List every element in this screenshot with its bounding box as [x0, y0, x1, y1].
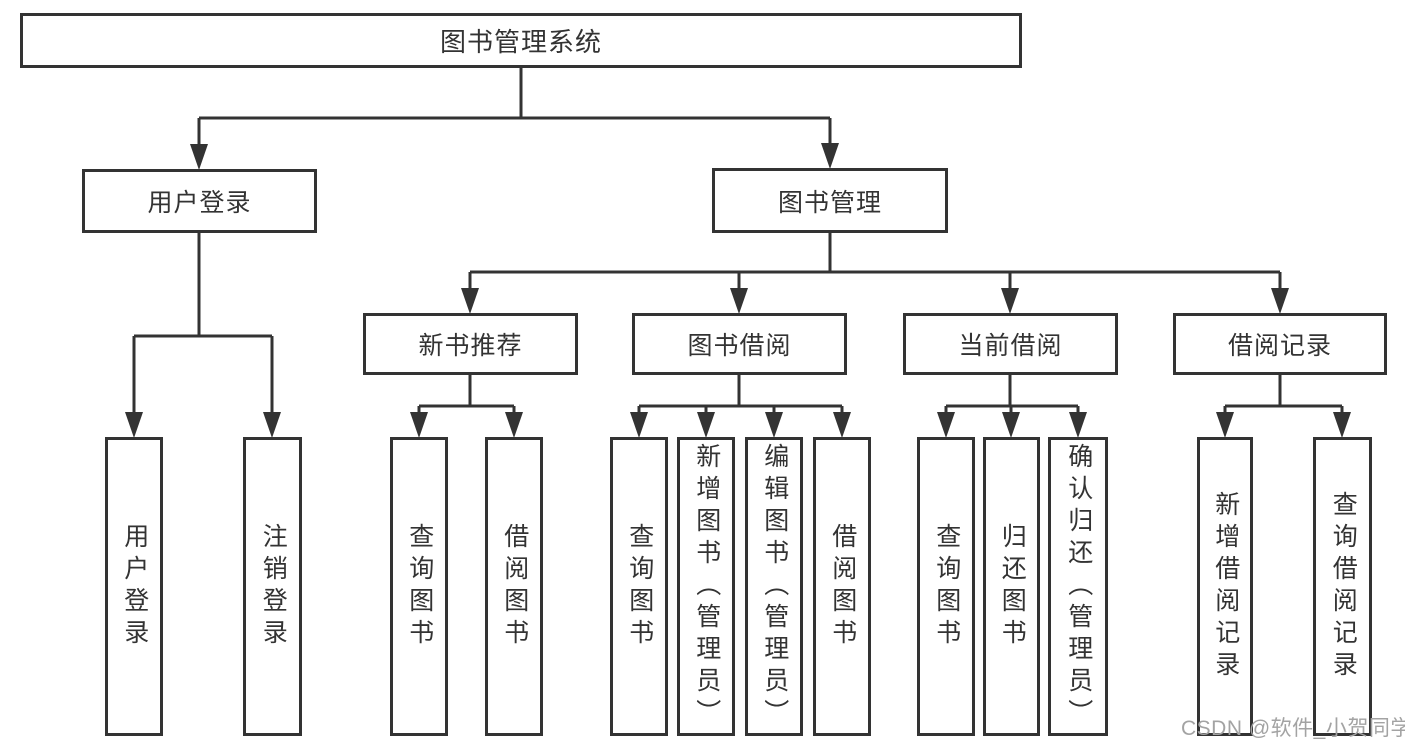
node-query-books-current: 查询图书 [917, 437, 975, 736]
node-label: 用户登录 [147, 189, 252, 217]
node-label: 新书推荐 [418, 332, 523, 360]
node-label: 查询借阅记录 [1329, 490, 1358, 683]
node-label: 注销登录 [259, 522, 288, 651]
node-book-borrow: 图书借阅 [632, 313, 847, 375]
node-return-books: 归还图书 [983, 437, 1040, 736]
node-new-book-recommend: 新书推荐 [363, 313, 578, 375]
connector-lines [132, 68, 1344, 416]
node-label: 新增图书（管理员） [692, 442, 721, 731]
node-label: 用户登录 [120, 522, 149, 651]
node-borrow-books-recommend: 借阅图书 [485, 437, 543, 736]
node-label: 借阅记录 [1227, 332, 1332, 360]
node-add-borrow-record: 新增借阅记录 [1197, 437, 1253, 736]
node-edit-books-admin: 编辑图书（管理员） [745, 437, 803, 736]
node-label: 当前借阅 [958, 332, 1063, 360]
node-query-borrow-record: 查询借阅记录 [1313, 437, 1372, 736]
arrowheads [125, 143, 1351, 438]
node-label: 借阅图书 [828, 522, 857, 651]
node-book-management-group: 图书管理 [712, 168, 948, 233]
node-user-login-group: 用户登录 [82, 169, 317, 233]
node-label: 归还图书 [998, 522, 1027, 651]
node-confirm-return-admin: 确认归还（管理员） [1048, 437, 1108, 736]
node-label: 新增借阅记录 [1211, 490, 1240, 683]
node-current-borrow: 当前借阅 [903, 313, 1118, 375]
node-borrow-record: 借阅记录 [1173, 313, 1387, 375]
node-label: 确认归还（管理员） [1064, 442, 1093, 731]
node-user-login: 用户登录 [105, 437, 163, 736]
node-library-management-system: 图书管理系统 [20, 13, 1022, 68]
node-query-books-borrow: 查询图书 [610, 437, 668, 736]
node-label: 编辑图书（管理员） [760, 442, 789, 731]
node-add-books-admin: 新增图书（管理员） [677, 437, 735, 736]
csdn-watermark: CSDN @软件_小贺同学 [1181, 717, 1405, 740]
node-borrow-books: 借阅图书 [813, 437, 871, 736]
node-label: 查询图书 [932, 522, 961, 651]
node-logout: 注销登录 [243, 437, 302, 736]
node-label: 图书管理系统 [439, 27, 602, 57]
node-query-books-recommend: 查询图书 [390, 437, 448, 736]
node-label: 查询图书 [405, 522, 434, 651]
node-label: 图书管理 [777, 188, 882, 217]
node-label: 图书借阅 [687, 332, 792, 360]
node-label: 借阅图书 [500, 522, 529, 651]
node-label: 查询图书 [625, 522, 654, 651]
